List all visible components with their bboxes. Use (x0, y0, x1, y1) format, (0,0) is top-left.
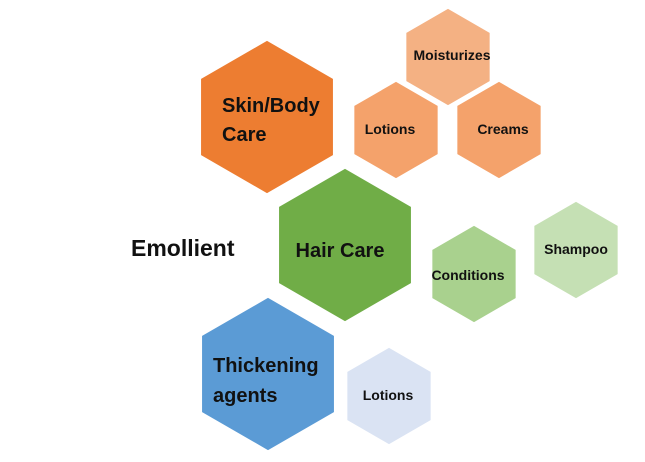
hex-skin-body-care-label-line2: Care (222, 124, 266, 146)
hex-conditions-label: Conditions (431, 267, 504, 283)
hex-lotions-skin: Lotions (352, 80, 440, 180)
hex-skin-body-care: Skin/Body Care (199, 39, 335, 195)
hex-lotions-thickening-label: Lotions (363, 387, 414, 403)
hex-thickening-agents-shape (200, 296, 336, 452)
hex-moisturizes-shape (404, 7, 492, 107)
hex-lotions-skin-shape (352, 80, 440, 180)
hex-hair-care-label: Hair Care (296, 240, 385, 262)
hex-lotions-thickening: Lotions (345, 346, 433, 446)
hex-skin-body-care-shape (199, 39, 335, 195)
hex-creams-shape (455, 80, 543, 180)
hex-conditions: Conditions (430, 224, 518, 324)
hex-thickening-agents: Thickening agents (200, 296, 336, 452)
hex-skin-body-care-label-line1: Skin/Body (222, 95, 321, 117)
hex-hair-care: Hair Care (277, 167, 413, 323)
hex-lotions-thickening-shape (345, 346, 433, 446)
hex-creams: Creams (455, 80, 543, 180)
hex-shampoo-shape (532, 200, 620, 300)
diagram-title: Emollient (131, 235, 235, 261)
hex-shampoo: Shampoo (532, 200, 620, 300)
hex-thickening-agents-label-line2: agents (213, 385, 277, 407)
hex-lotions-skin-label: Lotions (365, 121, 416, 137)
hex-shampoo-label: Shampoo (544, 241, 608, 257)
hex-moisturizes: Moisturizes (404, 7, 492, 107)
hex-creams-label: Creams (477, 121, 529, 137)
hex-conditions-shape (430, 224, 518, 324)
hex-thickening-agents-label-line1: Thickening (213, 355, 319, 377)
hex-hair-care-shape (277, 167, 413, 323)
hex-moisturizes-label: Moisturizes (413, 47, 490, 63)
